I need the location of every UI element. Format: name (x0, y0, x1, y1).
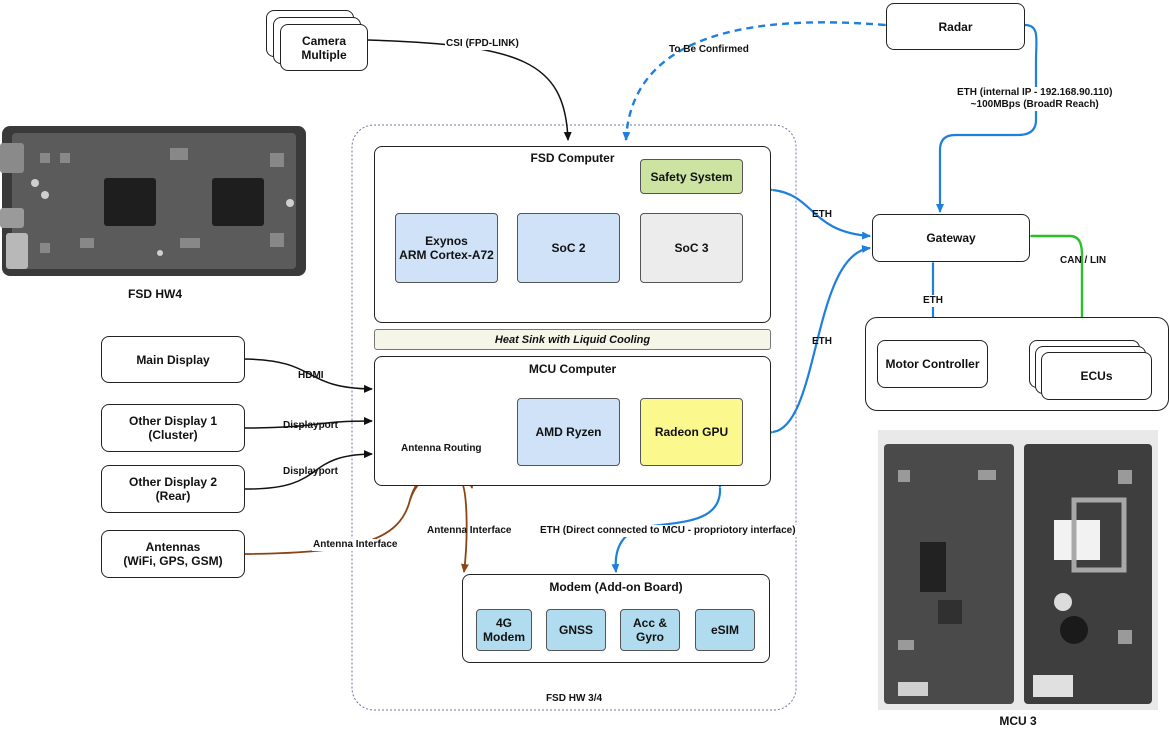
radar-box: Radar (886, 3, 1025, 50)
esim-box: eSIM (695, 609, 755, 651)
antenna-routing-label: Antenna Routing (401, 443, 482, 454)
fsd-hw4-caption: FSD HW4 (128, 287, 182, 301)
mcu-computer-title: MCU Computer (528, 362, 617, 376)
hdmi-label: HDMI (298, 370, 324, 381)
ecus-box: ECUs (1041, 352, 1152, 400)
modem-board-title: Modem (Add-on Board) (549, 580, 683, 594)
exynos-box: Exynos ARM Cortex-A72 (395, 213, 498, 283)
displayport-1-label: Displayport (283, 420, 339, 431)
motor-controller-box: Motor Controller (877, 340, 988, 388)
fsd-hw4-photo (0, 123, 310, 280)
displayport-2-label: Displayport (283, 466, 339, 477)
fsd-computer-title: FSD Computer (530, 151, 615, 165)
4g-modem-box: 4G Modem (476, 609, 532, 651)
camera-box: Camera Multiple (280, 24, 368, 71)
radeon-gpu-box: Radeon GPU (640, 398, 743, 466)
eth-mcu-label: ETH (812, 336, 832, 347)
gnss-box: GNSS (546, 609, 606, 651)
safety-system-box: Safety System (640, 159, 743, 194)
csi-label: CSI (FPD-LINK) (445, 38, 520, 50)
acc-gyro-box: Acc & Gyro (620, 609, 680, 651)
soc3-box: SoC 3 (640, 213, 743, 283)
mcu3-caption: MCU 3 (999, 714, 1037, 728)
boundary-label: FSD HW 3/4 (545, 693, 603, 704)
radar-eth-label: ETH (internal IP - 192.168.90.110) ~100M… (956, 87, 1114, 111)
antenna-interface-mid-label: Antenna Interface (427, 525, 512, 536)
gateway-box: Gateway (872, 214, 1030, 262)
heat-sink-box: Heat Sink with Liquid Cooling (374, 329, 771, 350)
to-be-confirmed-label: To Be Confirmed (669, 44, 749, 55)
eth-motor-label: ETH (922, 295, 944, 307)
mcu3-photo (878, 430, 1158, 710)
other-display-2-box: Other Display 2 (Rear) (101, 465, 245, 513)
antenna-interface-left-label: Antenna Interface (312, 539, 399, 551)
other-display-1-box: Other Display 1 (Cluster) (101, 404, 245, 452)
main-display-box: Main Display (101, 336, 245, 383)
eth-fsd-label: ETH (812, 209, 832, 220)
amd-ryzen-box: AMD Ryzen (517, 398, 620, 466)
can-lin-label: CAN / LIN (1060, 255, 1107, 266)
antennas-box: Antennas (WiFi, GPS, GSM) (101, 530, 245, 578)
soc2-box: SoC 2 (517, 213, 620, 283)
eth-modem-label: ETH (Direct connected to MCU - proprioto… (539, 525, 797, 537)
